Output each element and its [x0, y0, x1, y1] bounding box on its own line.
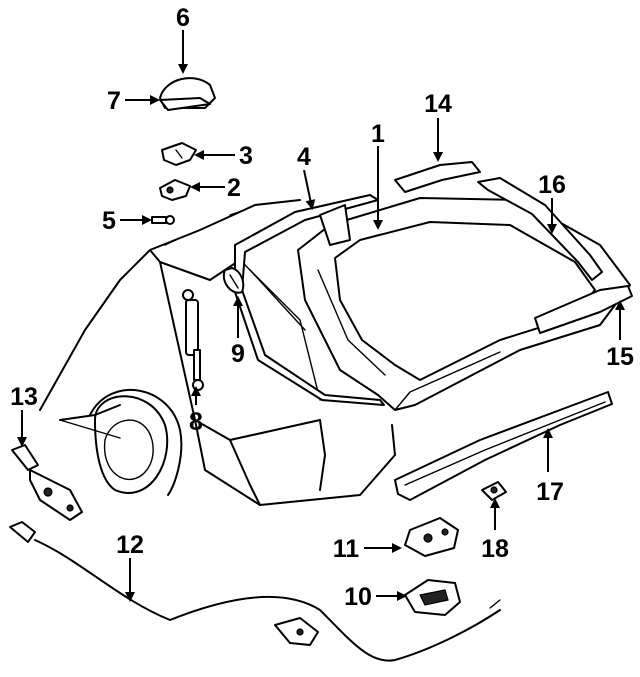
- callout-3: 3: [239, 142, 253, 170]
- callout-4: 4: [297, 143, 311, 171]
- callout-15: 15: [606, 343, 634, 371]
- callout-12: 12: [116, 531, 144, 559]
- leader-lines: [17, 30, 625, 602]
- weatherstrip-4: [234, 194, 385, 406]
- vehicle-body-outline: [39, 199, 396, 506]
- hinge-2: [159, 179, 191, 201]
- callout-11: 11: [333, 535, 360, 563]
- bolt-5: [151, 215, 175, 225]
- strut-bracket-9: [222, 267, 245, 294]
- callout-5: 5: [102, 207, 116, 235]
- upper-garnish-14: [394, 161, 481, 193]
- callout-10: 10: [344, 583, 372, 611]
- bracket-3: [161, 142, 197, 166]
- callout-1: 1: [371, 120, 385, 148]
- callout-16: 16: [538, 171, 566, 199]
- callout-9: 9: [231, 340, 245, 368]
- callout-7: 7: [107, 87, 121, 115]
- release-cable-12: [9, 521, 501, 662]
- lock-actuator-10: [404, 579, 461, 616]
- callout-18: 18: [481, 535, 509, 563]
- callout-6: 6: [176, 4, 190, 32]
- side-trim-16: [477, 177, 603, 281]
- callout-labels: 6 7 3 2 5 4 1 14 16 15 13 8 9 17 18 11 1…: [10, 4, 634, 611]
- callout-14: 14: [424, 90, 452, 118]
- latch-11: [404, 517, 459, 557]
- release-lever-13: [11, 444, 83, 521]
- hinge-cover-6: [159, 77, 216, 111]
- callout-2: 2: [227, 174, 241, 202]
- lower-trim-15: [534, 285, 633, 334]
- striker-18: [481, 481, 507, 501]
- callout-17: 17: [536, 478, 564, 506]
- callout-13: 13: [10, 383, 38, 411]
- cable-clip: [274, 617, 319, 646]
- callout-8: 8: [189, 408, 203, 436]
- spoiler-17: [394, 391, 613, 501]
- liftgate-panel-1: [297, 197, 631, 411]
